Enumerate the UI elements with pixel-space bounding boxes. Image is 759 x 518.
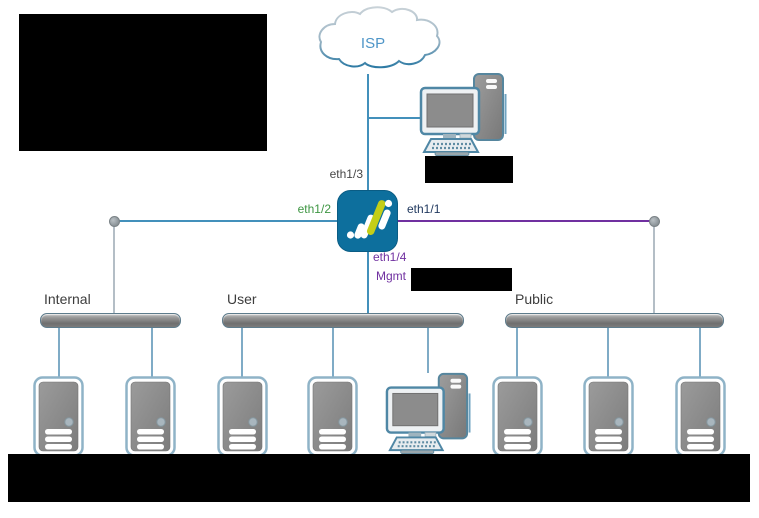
link-public-segment-drop [653,225,655,314]
server-icon [217,376,268,457]
server-icon [675,376,726,457]
workstation-icon [419,72,507,156]
drop-line [332,327,334,377]
drop-line [241,327,243,377]
workstation-icon [385,372,471,455]
server-icon [583,376,634,457]
drop-line [699,327,701,377]
label-eth1-4: eth1/4 [373,250,407,264]
label-eth1-3: eth1/3 [329,167,363,181]
isp-label: ISP [361,35,385,52]
drop-line [151,327,153,377]
link-isp-to-firewall [367,74,369,192]
label-mgmt: Mgmt [376,269,406,283]
junction-dot-right [649,216,660,227]
label-eth1-2: eth1/2 [297,202,331,216]
server-icon [307,376,358,457]
segment-label-public: Public [515,291,554,307]
server-icon [125,376,176,457]
link-eth12-internal [115,220,338,222]
segment-bar-internal [40,313,181,328]
segment-bar-user [222,313,464,328]
label-eth1-1: eth1/1 [407,202,441,216]
link-eth14-user [367,251,369,314]
redacted-region-top-left [19,14,267,151]
isp-cloud-icon: ISP [318,6,441,69]
link-internal-segment-drop [113,225,115,314]
redacted-region-workstation-label [425,156,513,183]
server-icon [492,376,543,457]
drop-line [516,327,518,377]
redacted-region-mgmt-address [411,268,512,291]
server-icon [33,376,84,457]
link-eth11-public [397,220,654,222]
drop-line [607,327,609,377]
segment-label-internal: Internal [44,291,91,307]
firewall-icon [337,190,398,252]
drop-line [427,327,429,373]
segment-label-user: User [227,291,257,307]
drop-line [58,327,60,377]
redacted-region-bottom-overlay [8,454,750,502]
link-to-admin-workstation [369,117,421,119]
junction-dot-left [109,216,120,227]
segment-bar-public [505,313,724,328]
